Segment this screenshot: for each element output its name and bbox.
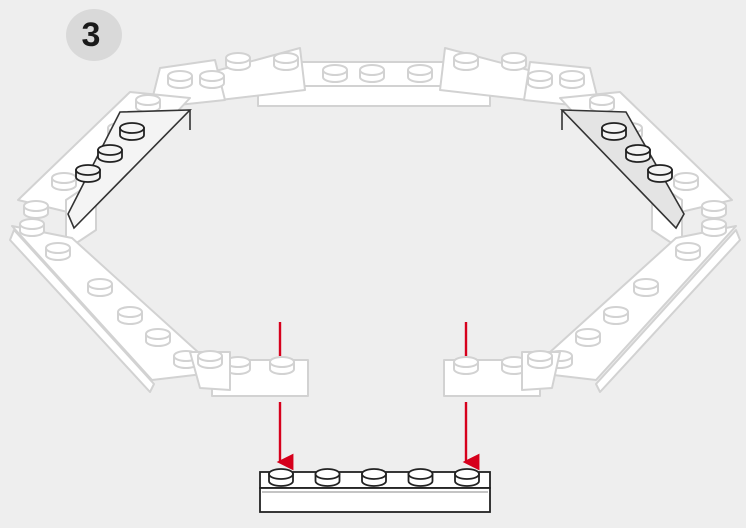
- left-dark-stud: [120, 123, 144, 140]
- stud: [323, 65, 347, 82]
- stud: [52, 173, 76, 190]
- stud: [590, 95, 614, 112]
- right-dark-stud: [626, 145, 650, 162]
- stud: [46, 243, 70, 260]
- right-dark-stud: [602, 123, 626, 140]
- new-plate-stud: [362, 469, 386, 486]
- stud: [408, 65, 432, 82]
- stud: [274, 53, 298, 70]
- new-plate-stud: [316, 469, 340, 486]
- stud: [168, 71, 192, 88]
- stud: [146, 329, 170, 346]
- stud: [198, 351, 222, 368]
- stud: [560, 71, 584, 88]
- stud: [20, 219, 44, 236]
- stud: [702, 219, 726, 236]
- stud: [502, 53, 526, 70]
- new-plate-stud: [269, 469, 293, 486]
- stud: [136, 95, 160, 112]
- ghost-frame-assembly: [10, 48, 740, 396]
- new-plate-1x5: [260, 469, 490, 512]
- stud: [200, 71, 224, 88]
- left-dark-stud: [98, 145, 122, 162]
- new-plate-stud: [409, 469, 433, 486]
- stud: [702, 201, 726, 218]
- new-plate-stud: [455, 469, 479, 486]
- stud: [576, 329, 600, 346]
- stud: [528, 71, 552, 88]
- stud: [674, 173, 698, 190]
- left-dark-stud: [76, 165, 100, 182]
- stud: [454, 357, 478, 374]
- stud: [634, 279, 658, 296]
- stud: [88, 279, 112, 296]
- stud: [226, 53, 250, 70]
- right-dark-stud: [648, 165, 672, 182]
- stud: [454, 53, 478, 70]
- stud: [118, 307, 142, 324]
- stud: [604, 307, 628, 324]
- stud: [270, 357, 294, 374]
- right-side-dark-plate: [562, 110, 684, 228]
- stud: [528, 351, 552, 368]
- stud: [24, 201, 48, 218]
- stud: [676, 243, 700, 260]
- stud: [360, 65, 384, 82]
- left-side-dark-plate: [68, 110, 190, 228]
